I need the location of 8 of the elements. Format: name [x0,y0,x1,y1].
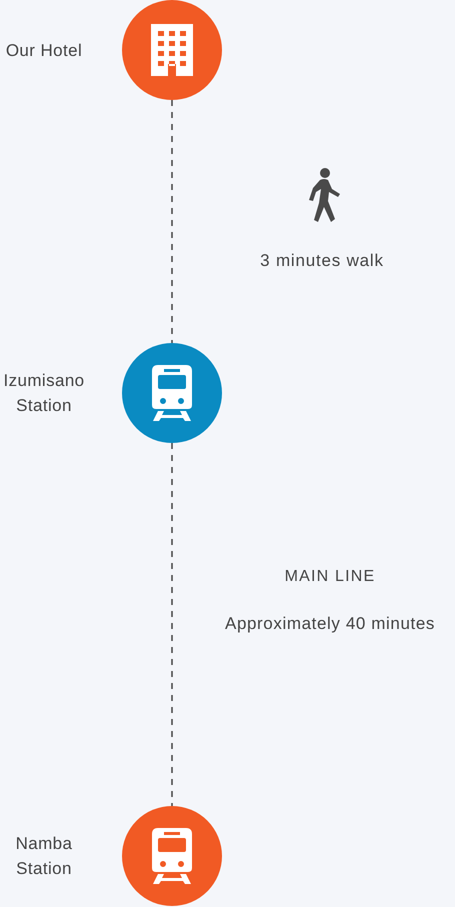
dashed-connector [171,100,173,343]
route-note: MAIN LINE [284,568,376,586]
station-label: Izumisano Station [2,370,86,417]
dashed-connector [171,443,173,806]
station-label: Our Hotel [4,40,84,62]
station-label: Namba Station [14,833,74,880]
route-note: Approximately 40 minutes [224,614,436,634]
route-note: 3 minutes walk [259,251,385,271]
